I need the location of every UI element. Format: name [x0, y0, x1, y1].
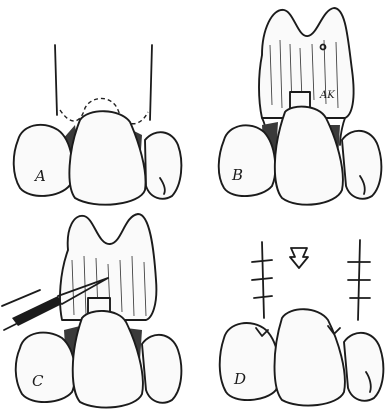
tooth-right — [344, 333, 383, 401]
panel-label-c: C — [32, 372, 44, 390]
tooth-left — [16, 333, 75, 403]
scalpel-handle — [12, 296, 62, 326]
tooth-center — [275, 309, 345, 405]
incision-line-right — [150, 45, 152, 120]
panel-b: AK B — [219, 8, 382, 205]
tooth-center — [73, 311, 143, 408]
panel-c: C — [2, 214, 181, 408]
suture-line-left — [262, 242, 264, 318]
tooth-left — [220, 323, 279, 400]
down-arrow-icon — [290, 248, 308, 268]
tooth-right — [145, 132, 181, 199]
tooth-left — [219, 125, 276, 196]
panel-label-d: D — [233, 370, 246, 388]
incision-line-left — [55, 45, 57, 115]
tooth-right — [142, 335, 181, 403]
tooth-center — [69, 111, 145, 204]
tooth-center — [275, 107, 343, 205]
tooth-right — [342, 131, 381, 199]
panel-label-b: B — [231, 166, 243, 184]
panel-d: D — [220, 240, 384, 406]
annotation-ak: AK — [319, 90, 335, 101]
panel-label-a: A — [33, 167, 46, 185]
tooth-left — [14, 125, 73, 196]
panel-a: A — [14, 45, 182, 205]
